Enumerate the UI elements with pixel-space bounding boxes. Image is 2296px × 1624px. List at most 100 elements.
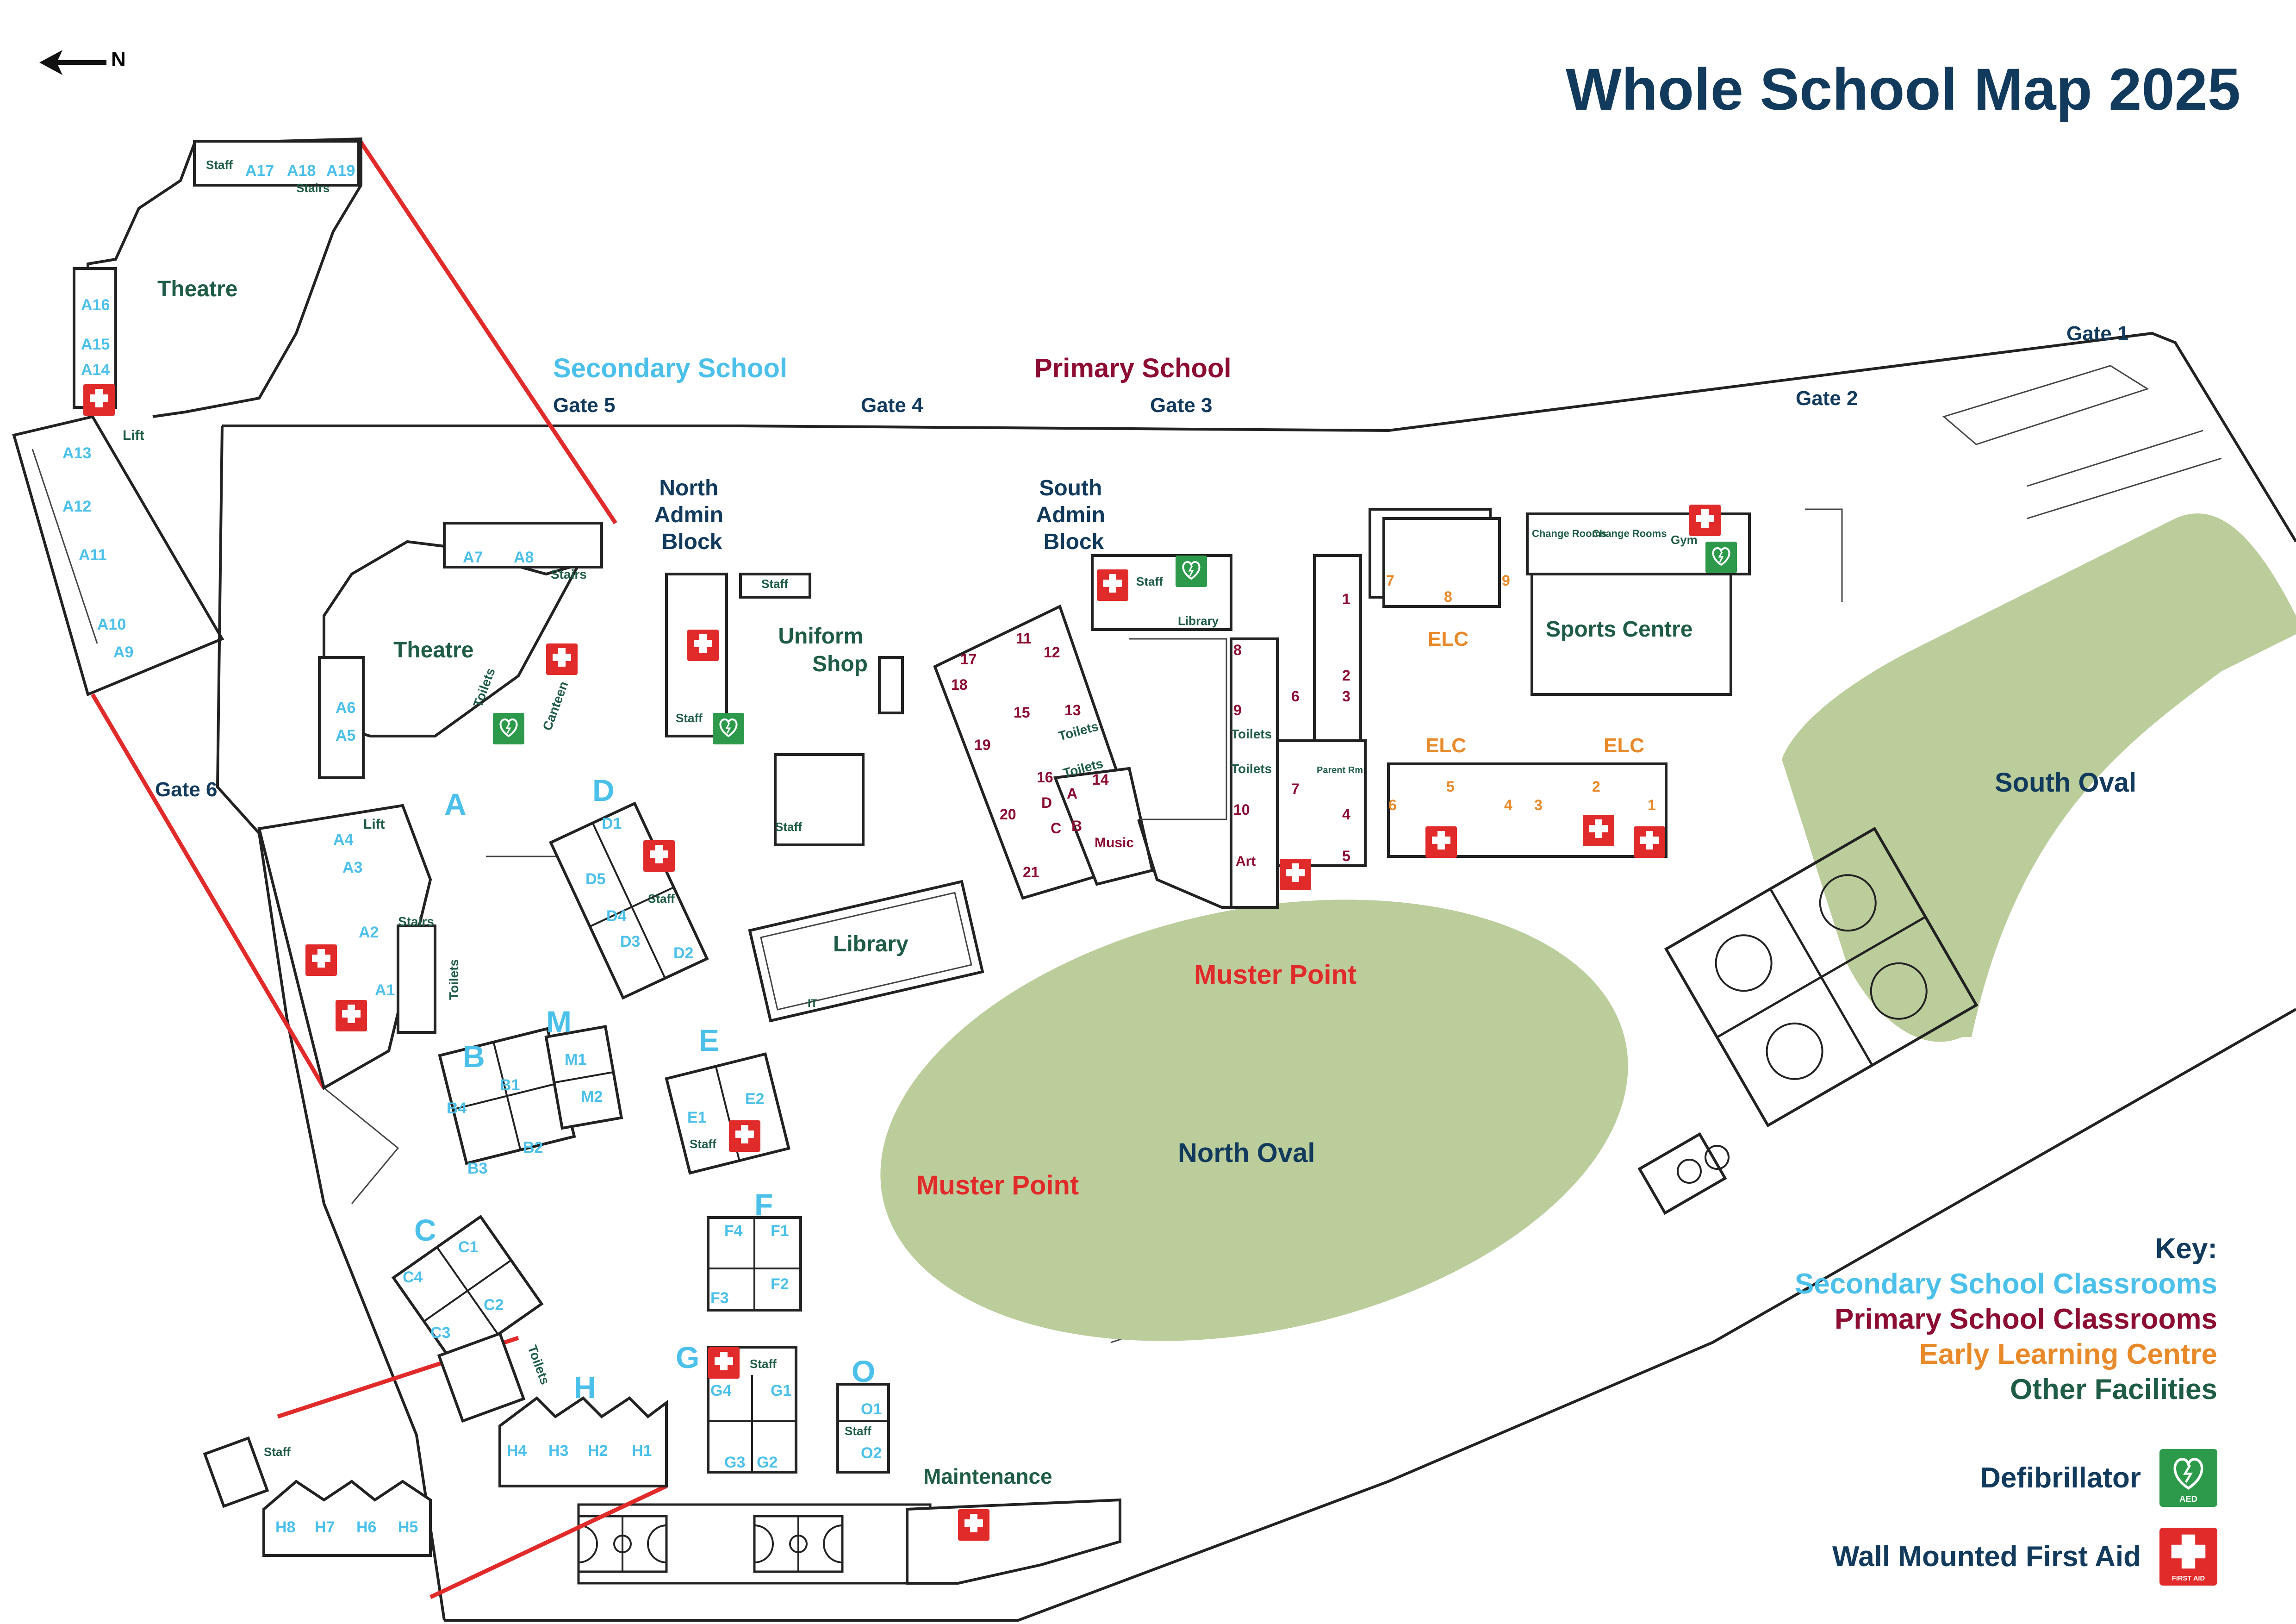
page-title: Whole School Map 2025 <box>1565 56 2240 123</box>
muster-point-label: Muster Point <box>1194 960 1356 990</box>
room-label: 17 <box>960 651 977 668</box>
room-label: D4 <box>606 907 627 925</box>
elc-block-north <box>1382 517 1501 608</box>
room-label: D1 <box>602 815 622 832</box>
north-admin-label: North Admin Block <box>654 476 730 554</box>
h-block <box>203 1331 668 1557</box>
room-label: G3 <box>724 1454 745 1471</box>
block-e-letter: E <box>699 1023 719 1057</box>
south-oval-label: South Oval <box>1995 768 2136 798</box>
block-m-letter: M <box>546 1005 572 1039</box>
room-label: B4 <box>447 1099 467 1117</box>
room-label: A1 <box>375 981 395 999</box>
south-admin-label: South Admin Block <box>1036 476 1112 554</box>
room-label: O2 <box>861 1444 882 1462</box>
block-h-letter: H <box>574 1370 596 1405</box>
block-b-letter: B <box>463 1039 485 1074</box>
stairs-label: Stairs <box>398 914 434 929</box>
room-label: 4 <box>1342 806 1350 823</box>
staff-label: Staff <box>750 1357 777 1371</box>
legend-first-aid-label: Wall Mounted First Aid <box>1832 1541 2141 1573</box>
block-c-letter: C <box>414 1213 436 1247</box>
d-block <box>549 801 709 1000</box>
parent-room-label: Parent Rm <box>1317 765 1363 775</box>
staff-label: Staff <box>676 711 703 725</box>
map-key: Key: Secondary School Classrooms Primary… <box>1795 1231 2217 1407</box>
room-label: M1 <box>565 1051 586 1068</box>
room-label: H2 <box>588 1442 608 1460</box>
room-label: F4 <box>724 1222 743 1240</box>
room-label: F2 <box>771 1275 789 1293</box>
uniform-shop-label: Uniform Shop <box>778 624 869 676</box>
room-label: G4 <box>710 1382 731 1399</box>
theatre-main-building <box>318 522 603 779</box>
library-label: Library <box>833 932 908 956</box>
toilets-label: Toilets <box>1231 762 1272 776</box>
canteen-label: Canteen <box>540 680 571 732</box>
library-main <box>748 880 984 1023</box>
room-label: 21 <box>1023 864 1039 881</box>
room-label: A7 <box>463 549 483 566</box>
staff-label: Staff <box>264 1445 291 1459</box>
gate-3-label: Gate 3 <box>1150 394 1213 417</box>
maintenance-label: Maintenance <box>923 1464 1052 1488</box>
uniform-shop <box>774 753 865 846</box>
room-label: A17 <box>245 162 274 180</box>
north-label: N <box>111 48 126 71</box>
room-label: 20 <box>1000 806 1016 823</box>
m-block <box>544 1024 623 1130</box>
room-label: 15 <box>1014 704 1030 721</box>
staff-label: Staff <box>845 1424 871 1438</box>
key-elc: Early Learning Centre <box>1919 1338 2217 1370</box>
block-g-letter: G <box>676 1340 699 1374</box>
maintenance-building <box>906 1498 1121 1585</box>
svg-text:AED: AED <box>2179 1494 2197 1504</box>
svg-text:FIRST AID: FIRST AID <box>2172 1575 2205 1582</box>
room-label: 12 <box>1044 644 1060 661</box>
gate-4-label: Gate 4 <box>861 394 923 417</box>
room-label: A2 <box>359 924 379 941</box>
room-label: 11 <box>1016 630 1032 647</box>
first-aid-icon: FIRST AID <box>2159 1528 2217 1586</box>
room-label: 4 <box>1504 797 1512 813</box>
room-label: D5 <box>585 870 605 888</box>
block-a-letter: A <box>444 787 467 821</box>
room-label: 9 <box>1502 572 1510 589</box>
room-label: A8 <box>514 549 534 566</box>
north-oval[interactable] <box>839 835 1669 1405</box>
basketball-courts-south <box>577 1503 932 1585</box>
library-label: Library <box>1178 614 1219 628</box>
change-rooms-label: Change Rooms <box>1532 528 1606 539</box>
room-label: C3 <box>430 1324 450 1342</box>
lift-label: Lift <box>363 817 385 832</box>
room-label: A3 <box>342 859 362 876</box>
room-label: 1 <box>1648 797 1656 813</box>
room-label: A5 <box>336 727 355 744</box>
room-label: 6 <box>1291 688 1300 705</box>
room-label: 3 <box>1534 797 1543 813</box>
staff-label: Staff <box>775 820 802 834</box>
room-label: D <box>1041 794 1052 811</box>
legend-defibrillator-label: Defibrillator <box>1980 1462 2141 1494</box>
room-label: 13 <box>1064 702 1081 718</box>
key-other: Other Facilities <box>2010 1374 2217 1405</box>
room-label: H6 <box>356 1518 376 1536</box>
room-label: 7 <box>1291 781 1300 797</box>
room-label: 18 <box>951 676 968 693</box>
room-label: 7 <box>1386 572 1394 589</box>
room-label: A10 <box>97 616 126 633</box>
room-label: O1 <box>861 1400 882 1418</box>
gate-2-label: Gate 2 <box>1796 387 1858 410</box>
north-oval-label: North Oval <box>1178 1138 1315 1168</box>
legend-first-aid: Wall Mounted First Aid FIRST AID <box>1832 1528 2217 1586</box>
south-oval[interactable] <box>1782 513 2296 1042</box>
room-label: B1 <box>500 1076 520 1094</box>
lift-label: Lift <box>123 428 144 443</box>
toilets-label: Toilets <box>447 959 461 1000</box>
room-label: G2 <box>757 1454 778 1471</box>
room-label: 9 <box>1233 702 1242 718</box>
room-label: F1 <box>771 1222 789 1240</box>
room-label: A15 <box>81 336 110 353</box>
room-label: 14 <box>1092 771 1109 788</box>
o-block <box>836 1383 890 1474</box>
